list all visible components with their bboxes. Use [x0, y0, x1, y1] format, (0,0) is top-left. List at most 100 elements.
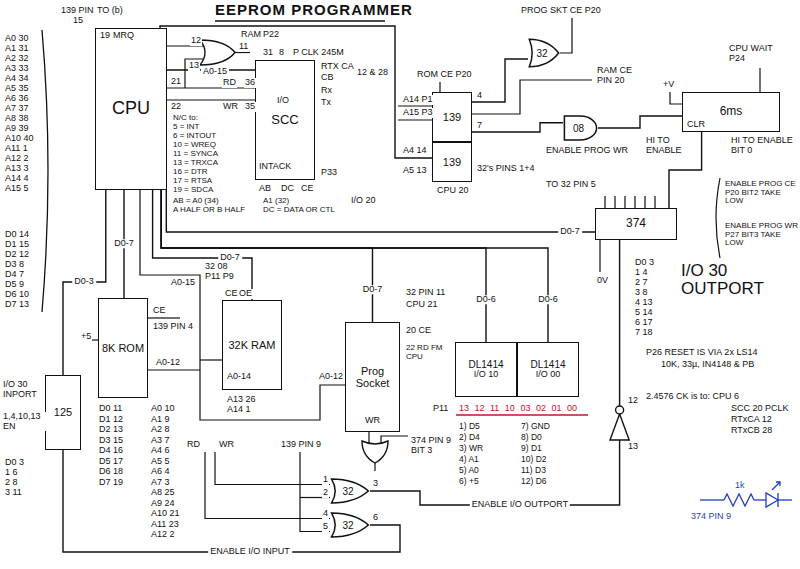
- pin-label: 4) A1: [458, 455, 480, 464]
- wire: [398, 119, 432, 120]
- chip-box: 125: [45, 375, 81, 450]
- wire: [235, 52, 250, 53]
- led-indicator: [724, 494, 754, 506]
- pin-label: 5) A0: [458, 466, 480, 475]
- wire-connector: [123, 190, 124, 298]
- led-indicator: [772, 482, 780, 490]
- pin-label: A6 36: [4, 94, 30, 104]
- pin-label: HI TO ENABLE BIT 0: [730, 136, 796, 155]
- pin-label: 2: [322, 488, 329, 498]
- pin-label: A5 5: [150, 457, 171, 467]
- wire: [560, 18, 572, 53]
- pin-label: D6 18: [98, 467, 124, 477]
- wire-connector: [598, 116, 682, 128]
- pin-label: OE: [238, 289, 253, 299]
- pin-label: 374 PIN 9 BIT 3: [410, 436, 456, 455]
- pin-label: HI TO ENABLE: [645, 136, 687, 155]
- pin-label: A9 39: [4, 124, 30, 134]
- wire: [605, 196, 655, 208]
- pin-label: A0 10: [150, 404, 176, 414]
- wire: [167, 87, 255, 88]
- pin-label: A10 21: [150, 509, 181, 519]
- wire-label: ENABLE I/O OUTPORT: [470, 500, 570, 509]
- pin-label: RTxCA 12: [730, 415, 773, 425]
- pin-label: P11: [432, 404, 449, 414]
- pin-label: RD: [222, 78, 237, 88]
- inverter-symbol: [616, 406, 624, 414]
- pin-label: A15 P3: [402, 108, 434, 118]
- pin-label: 4 13: [634, 298, 654, 308]
- pin-label: 32 08: [204, 262, 229, 272]
- pin-underline: [456, 414, 588, 415]
- pin-label: P33: [320, 168, 338, 178]
- pin-label: 6: [372, 513, 379, 523]
- pin-label: A11 23: [150, 520, 180, 530]
- pin-label: A2 32: [4, 54, 30, 64]
- pin-label: 12: [627, 396, 639, 406]
- wire-connector: [161, 190, 486, 342]
- pin-label: 3 11: [4, 488, 23, 498]
- pin-label: 5 14: [634, 308, 654, 318]
- pin-label: D5 17: [98, 457, 124, 467]
- pin-label: 9) D1: [520, 444, 543, 453]
- pin-label: 17 = RTSA: [172, 177, 213, 186]
- pin-label: A1 31: [4, 44, 30, 54]
- pin-bracket: [42, 30, 48, 312]
- led-indicator: [754, 499, 766, 500]
- chip-box: 32K RAM: [222, 300, 282, 390]
- wire: [368, 432, 369, 443]
- pin-label: 2 8: [4, 478, 19, 488]
- wire-connector: [153, 190, 252, 300]
- pin-label: 3 8: [634, 288, 649, 298]
- pin-label: A2 8: [150, 425, 171, 435]
- pin-label: D3 15: [98, 436, 124, 446]
- pin-label: TO 32 PIN 5: [545, 180, 597, 190]
- pin-label: D0 3: [634, 258, 655, 268]
- pin-label: D5 9: [4, 280, 25, 290]
- pin-label: 374 PIN 9: [690, 512, 732, 522]
- logic-gate: [200, 40, 235, 65]
- pin-label: 10) D2: [520, 455, 548, 464]
- pin-label: A4 14: [402, 146, 428, 156]
- pin-label: D7 13: [4, 300, 30, 310]
- logic-gate: 32: [528, 38, 560, 68]
- pin-label: +5: [80, 332, 92, 342]
- wire: [472, 80, 592, 114]
- pin-label: 10K, 33µ, IN4148 & PB: [660, 360, 755, 370]
- pin-label: 7 18: [634, 328, 654, 338]
- pin-label: A13 26: [226, 395, 257, 405]
- pin-label: PROG SKT CE P20: [520, 6, 602, 16]
- pin-label: 10 = WREQ: [172, 141, 217, 150]
- node-text: I/O 00: [534, 370, 563, 380]
- node-text: 32K RAM: [226, 339, 277, 351]
- pin-label: AB: [258, 184, 272, 194]
- wire-connector: [669, 132, 702, 208]
- pin-label: A5 35: [4, 84, 30, 94]
- pin-label: 13: [188, 61, 200, 71]
- wire: [599, 240, 600, 272]
- pin-label: A10 40: [4, 134, 35, 144]
- chip-box: DL1414I/O 10: [455, 342, 517, 397]
- node-text: 32: [340, 520, 355, 531]
- wire-label: D0-7: [218, 253, 242, 262]
- chip-box: DL1414I/O 00: [517, 342, 579, 397]
- node-text: 125: [52, 406, 74, 418]
- pin-label: RAM: [240, 30, 262, 40]
- led-indicator: [700, 499, 724, 500]
- pin-label: 139 PIN: [60, 6, 95, 16]
- pin-label: 20 CE: [405, 326, 432, 336]
- pin-label: 5: [322, 522, 329, 532]
- pin-label: A8 38: [4, 114, 30, 124]
- wire-label: D0-6: [536, 295, 560, 304]
- led-indicator: [700, 482, 792, 507]
- pin-label: P22: [262, 30, 280, 40]
- inverter-symbol: [610, 414, 629, 440]
- pin-label: 1: [322, 475, 329, 485]
- pin-label: A4 6: [150, 446, 171, 456]
- gate-outline-path: [332, 479, 369, 503]
- pin-label: 12 & 28: [356, 68, 389, 78]
- pin-label: 0V: [596, 276, 609, 286]
- led-indicator: [766, 493, 778, 507]
- pin-label: Tx: [320, 98, 332, 108]
